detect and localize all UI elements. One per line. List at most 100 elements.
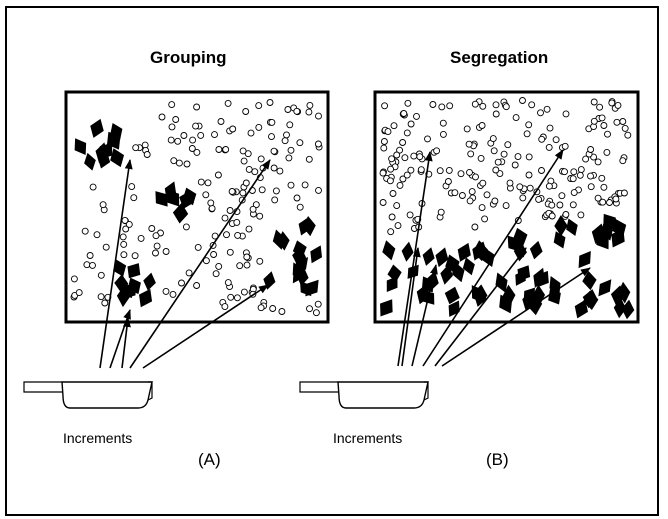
particle-circle: [83, 261, 91, 269]
particle-circle: [247, 129, 255, 137]
particle-circle: [417, 166, 425, 174]
panel-a-title: Grouping: [150, 48, 227, 67]
particle-circle: [158, 113, 166, 121]
particle-circle: [89, 261, 96, 269]
particle-circle: [120, 240, 128, 248]
particle-diamond: [613, 297, 627, 319]
particle-circle: [483, 191, 491, 199]
particle-circle: [180, 132, 188, 139]
particle-circle: [270, 147, 278, 155]
particle-circle: [545, 143, 553, 151]
particle-circle: [242, 108, 250, 115]
particle-circle: [268, 133, 275, 141]
increment-arrow: [99, 159, 133, 369]
particle-circle: [590, 98, 598, 106]
particle-circle: [439, 119, 447, 127]
particle-circle: [86, 252, 94, 259]
particle-circle: [537, 109, 544, 117]
particle-circle: [287, 181, 295, 189]
particle-circle: [445, 166, 453, 174]
particle-circle: [257, 155, 265, 163]
particle-circle: [393, 151, 401, 159]
particle-diamond: [110, 148, 125, 168]
particle-circle: [577, 211, 585, 219]
particle-diamond: [529, 240, 543, 260]
particle-circle: [130, 194, 138, 202]
particle-circle: [258, 186, 266, 194]
particle-circle: [194, 243, 202, 251]
particle-circle: [102, 243, 110, 251]
particle-circle: [387, 228, 395, 236]
particle-circle: [269, 305, 277, 312]
particle-circle: [621, 124, 629, 132]
particle-circle: [97, 271, 105, 279]
particle-circle: [590, 117, 598, 125]
scoop-handle: [299, 381, 341, 393]
particle-circle: [608, 99, 616, 107]
particle-circle: [545, 182, 553, 190]
particle-circle: [624, 131, 632, 139]
particle-circle: [380, 144, 388, 152]
particle-circle: [570, 168, 578, 176]
particle-circle: [221, 214, 229, 222]
particle-circle: [193, 148, 201, 156]
particle-circle: [399, 139, 407, 146]
particle-circle: [403, 171, 411, 179]
particle-circle: [243, 253, 251, 261]
particle-circle: [233, 218, 241, 226]
particle-diamond: [533, 267, 545, 288]
particle-diamond: [121, 282, 134, 299]
particle-diamond: [553, 231, 566, 249]
particle-circle: [490, 147, 498, 155]
particle-circle: [202, 191, 210, 199]
particle-circle: [429, 101, 437, 108]
particle-diamond: [574, 299, 588, 319]
increment-arrow: [401, 247, 421, 367]
particle-circle: [410, 152, 418, 160]
particle-circle: [210, 251, 218, 258]
particle-diamond: [472, 240, 489, 262]
particle-circle: [217, 118, 225, 125]
particle-circle: [436, 167, 444, 175]
particle-circle: [125, 220, 133, 228]
particle-circle: [396, 181, 404, 189]
particle-circle: [197, 178, 205, 186]
particle-diamond: [444, 286, 460, 305]
particle-circle: [240, 288, 248, 296]
particle-circle: [204, 179, 212, 187]
particle-circle: [315, 112, 322, 120]
panel-a-tag: (A): [198, 450, 221, 469]
particle-circle: [281, 137, 289, 145]
particle-circle: [143, 151, 151, 158]
particle-circle: [603, 148, 611, 156]
particle-circle: [389, 190, 397, 197]
particle-circle: [478, 204, 486, 212]
particle-circle: [305, 108, 313, 116]
particle-diamond: [300, 281, 312, 297]
particle-circle: [558, 192, 566, 200]
particle-circle: [424, 135, 431, 143]
particle-diamond: [499, 294, 512, 314]
particle-circle: [255, 102, 263, 110]
particle-circle: [444, 178, 452, 185]
particle-diamond: [74, 138, 87, 156]
particle-circle: [594, 194, 602, 202]
particle-circle: [224, 99, 232, 107]
particle-circle: [407, 120, 415, 128]
particle-circle: [223, 231, 230, 239]
particle-circle: [466, 197, 474, 205]
particle-circle: [97, 293, 105, 301]
particle-circle: [70, 275, 78, 283]
particle-circle: [243, 261, 251, 269]
scoop-rim: [147, 381, 153, 401]
scoop-b-icon: [337, 381, 429, 409]
particle-circle: [519, 194, 527, 202]
particle-diamond: [380, 299, 393, 317]
panel-b-title: Segregation: [450, 48, 549, 67]
particle-circle: [284, 106, 292, 113]
panel-a-increments-label: Increments: [63, 430, 133, 446]
particle-circle: [99, 201, 107, 209]
particle-circle: [446, 102, 454, 110]
particle-circle: [525, 121, 533, 129]
particle-circle: [208, 204, 216, 212]
